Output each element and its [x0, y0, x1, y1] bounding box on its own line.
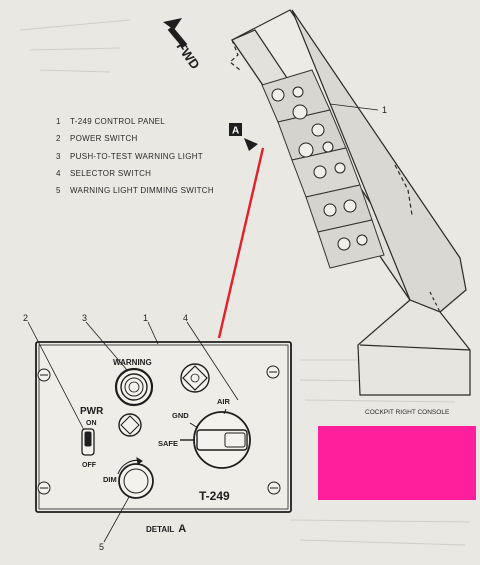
detail-caption-word: DETAIL — [146, 525, 174, 534]
detail-caption-letter: A — [178, 523, 186, 535]
pwr-on-label: ON — [86, 420, 97, 427]
t249-control-panel — [35, 341, 292, 513]
legend-num: 1 — [56, 117, 61, 127]
view-a-letter: A — [232, 126, 239, 137]
legend-label: SELECTOR SWITCH — [70, 169, 152, 179]
detail-callout-1: 1 — [143, 313, 148, 323]
selector-safe-label: SAFE — [158, 439, 178, 448]
fwd-arrow: FWD — [163, 18, 203, 72]
pwr-off-label: OFF — [82, 462, 97, 469]
legend-item: 3 PUSH-TO-TEST WARNING LIGHT — [56, 148, 246, 165]
knurled-knob — [180, 363, 210, 393]
detail-callout-2: 2 — [23, 313, 28, 323]
middle-fastener — [118, 413, 142, 437]
legend-label: PUSH-TO-TEST WARNING LIGHT — [70, 151, 203, 161]
legend-label: WARNING LIGHT DIMMING SWITCH — [70, 186, 214, 196]
component-legend: 1 T-249 CONTROL PANEL 2 POWER SWITCH 3 PUSH… — [56, 113, 246, 199]
selector-switch-knob[interactable] — [180, 408, 251, 469]
legend-label: POWER SWITCH — [70, 134, 138, 144]
console-knobs — [271, 86, 368, 251]
console-callout-leader — [329, 103, 379, 111]
dim-switch-knob[interactable] — [117, 457, 154, 499]
detail-leader-red — [217, 147, 265, 339]
detail-callout-3: 3 — [82, 313, 87, 323]
redaction-block — [318, 426, 476, 500]
detail-callout-4: 4 — [183, 313, 188, 323]
view-a-marker: A — [229, 123, 258, 151]
legend-item: 4 SELECTOR SWITCH — [56, 165, 246, 182]
legend-item: 2 POWER SWITCH — [56, 130, 246, 147]
cockpit-right-console — [229, 9, 471, 396]
panel-id-label: T-249 — [199, 489, 230, 503]
legend-num: 5 — [56, 186, 61, 196]
detail-callout-leaders — [27, 321, 239, 543]
fwd-label: FWD — [174, 39, 203, 72]
detail-caption: DETAIL A — [146, 523, 186, 535]
power-toggle-switch[interactable] — [81, 428, 95, 456]
warning-light-button[interactable] — [114, 367, 154, 407]
console-caption: COCKPIT RIGHT CONSOLE — [365, 409, 450, 416]
warning-label: WARNING — [113, 358, 152, 367]
selector-gnd-label: GND — [172, 411, 189, 420]
legend-num: 2 — [56, 134, 61, 144]
dim-label: DIM — [103, 475, 117, 484]
selector-air-label: AIR — [217, 397, 231, 406]
pwr-label: PWR — [80, 406, 104, 417]
legend-num: 4 — [56, 169, 61, 179]
panel-screws — [37, 365, 281, 495]
legend-item: 1 T-249 CONTROL PANEL — [56, 113, 246, 130]
console-callout-1: 1 — [382, 105, 387, 115]
legend-label: T-249 CONTROL PANEL — [70, 117, 166, 127]
legend-item: 5 WARNING LIGHT DIMMING SWITCH — [56, 182, 246, 199]
legend-num: 3 — [56, 151, 61, 161]
detail-callout-5: 5 — [99, 542, 104, 552]
